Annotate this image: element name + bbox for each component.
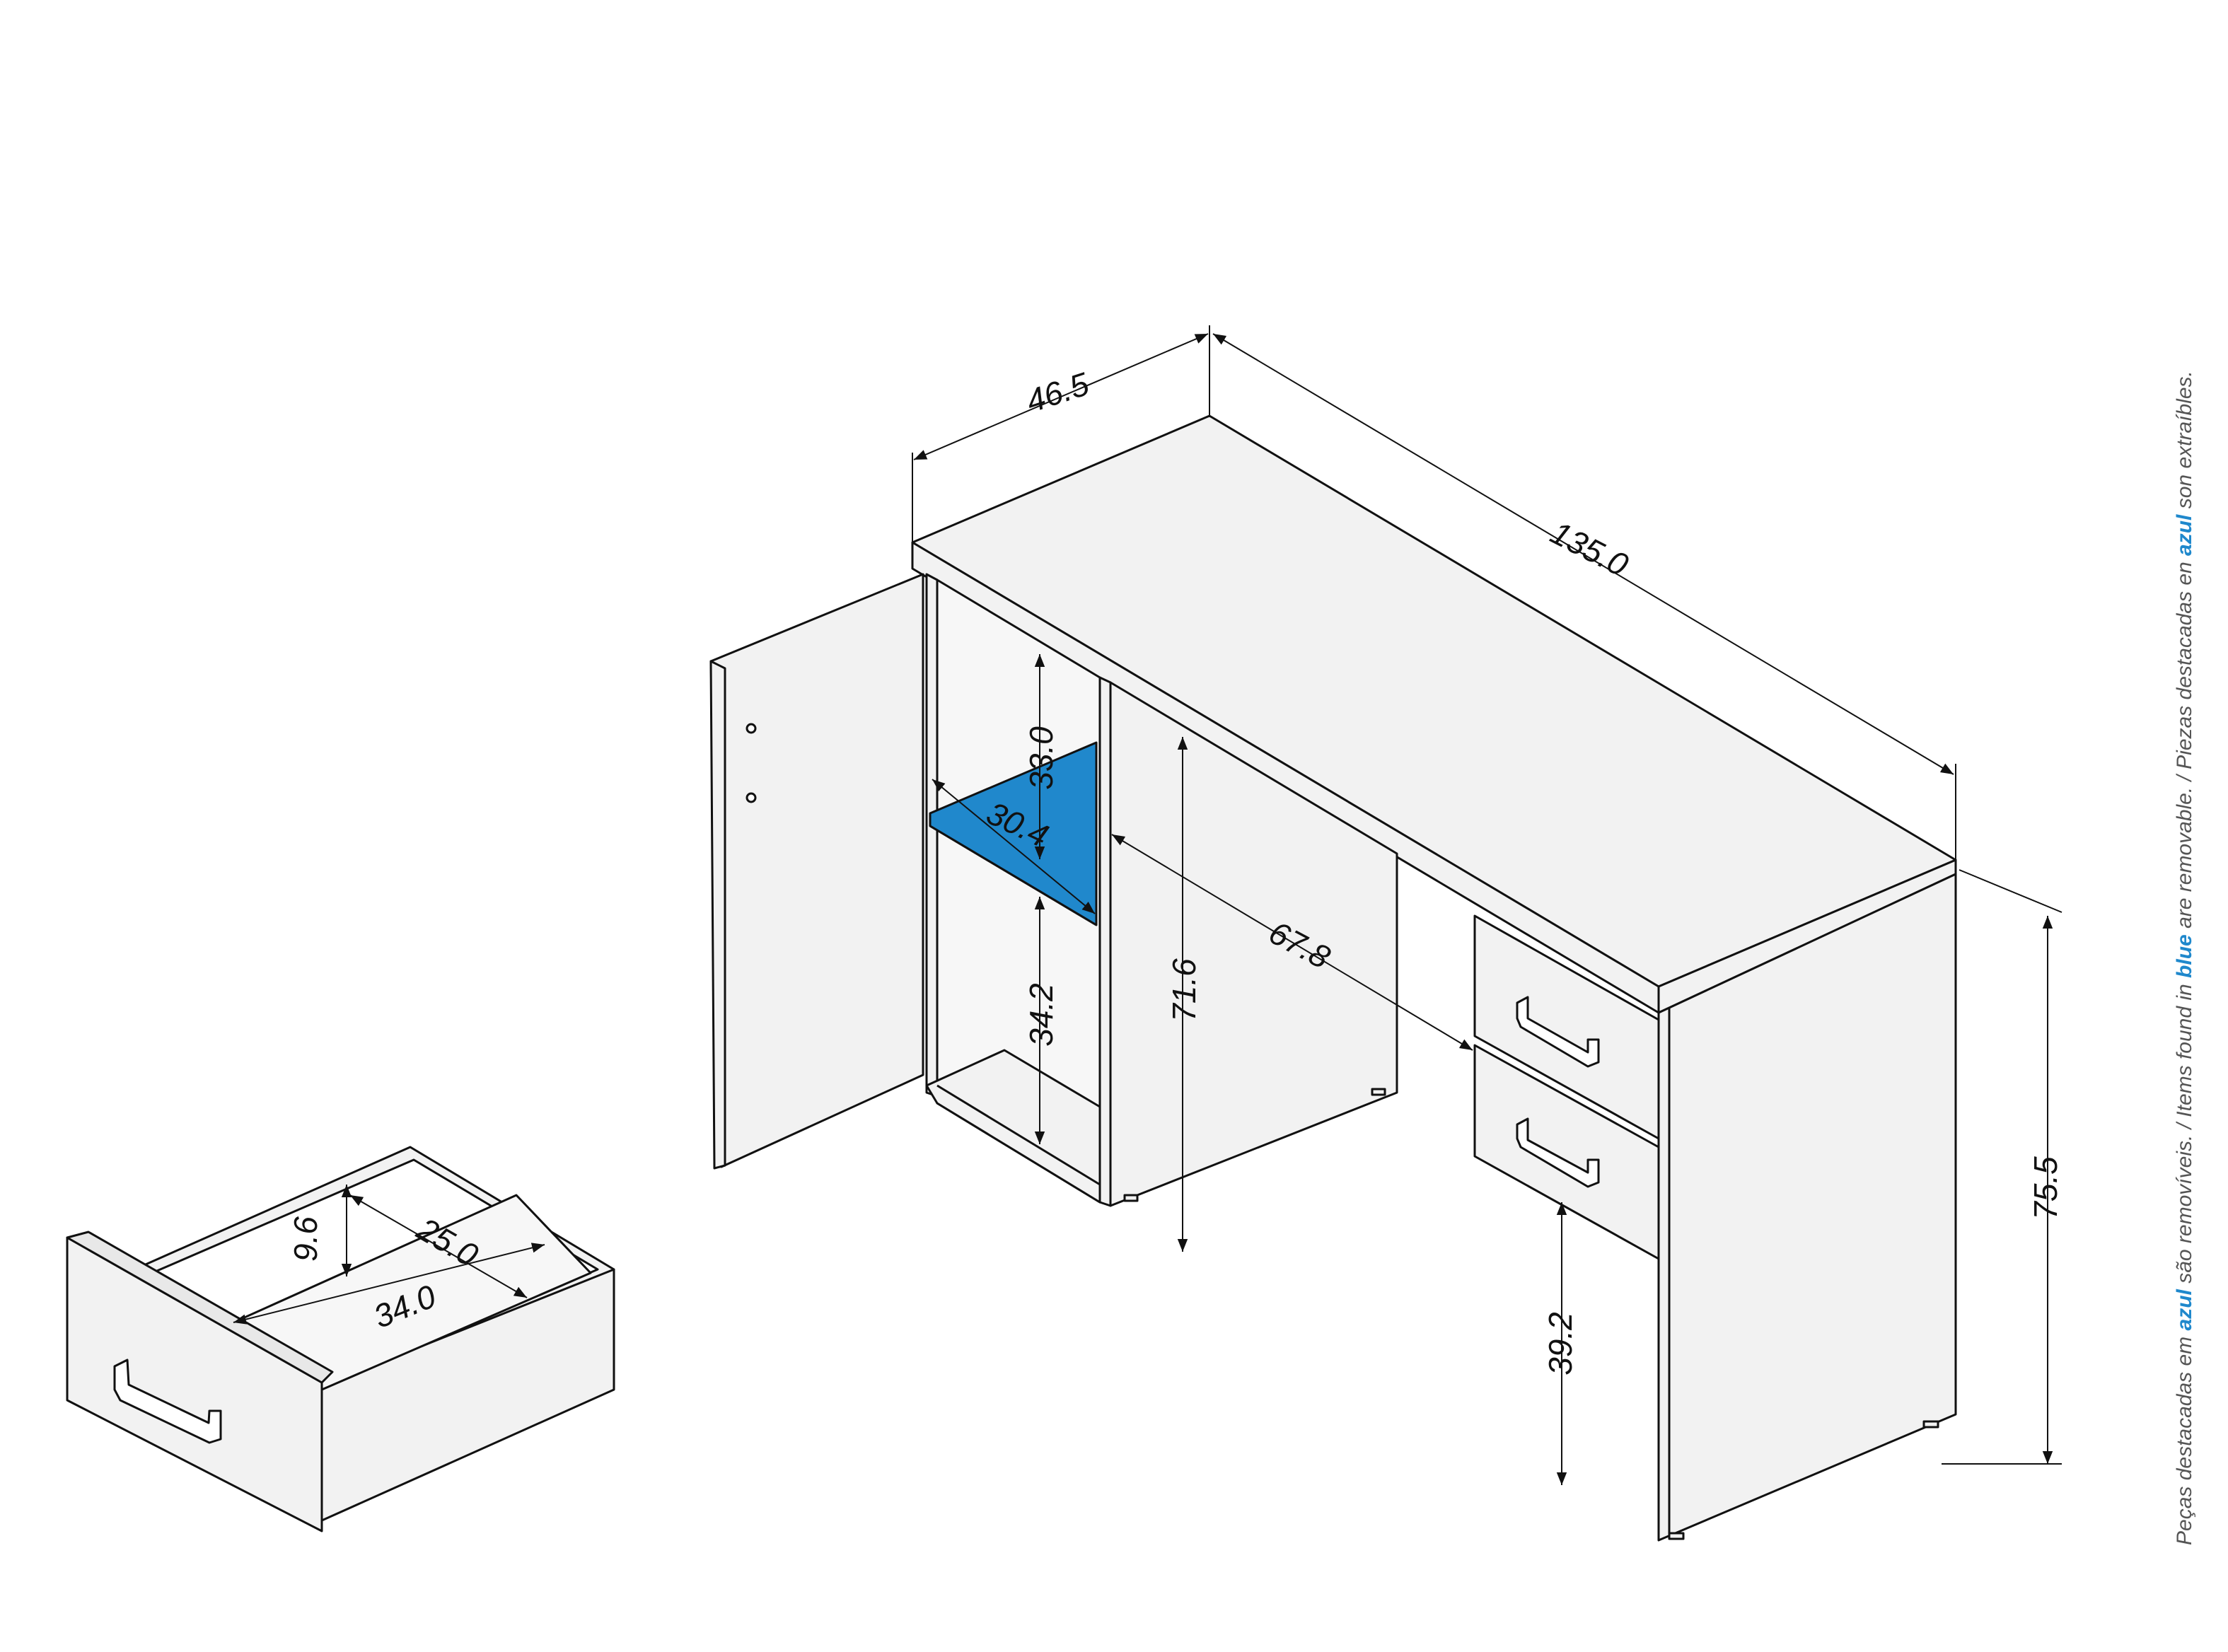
foot xyxy=(1371,1088,1386,1096)
drawer-front-lower xyxy=(1473,1044,1660,1260)
cabinet-left-wall xyxy=(925,573,939,1098)
shelf-depth-dimension-line xyxy=(932,779,1096,914)
right-side-panel xyxy=(1657,873,1957,1542)
foot xyxy=(1922,1420,1939,1429)
inner-height-label: 71.6 xyxy=(1166,958,1202,1022)
depth-label: 46.5 xyxy=(1021,365,1093,419)
dimension-labels: 46.5 135.0 75.5 71.6 33.0 30.4 34.2 67.8… xyxy=(287,365,2064,1375)
width-dimension-line xyxy=(1212,333,1954,775)
drawer-detail xyxy=(66,1146,615,1532)
center-partition xyxy=(1098,676,1112,1207)
drawer-front-upper xyxy=(1473,914,1660,1140)
handle-icon xyxy=(1516,1117,1600,1188)
drawer-inner-height-label: 9.6 xyxy=(287,1216,324,1262)
width-label: 135.0 xyxy=(1545,513,1635,583)
shelf-lower-label: 34.2 xyxy=(1023,983,1060,1047)
depth-dimension-line xyxy=(913,333,1209,460)
handle-icon xyxy=(1516,996,1600,1068)
drawer-inner-depth-line xyxy=(233,1243,545,1325)
handle-icon xyxy=(113,1359,222,1444)
foot xyxy=(1123,1194,1139,1202)
cabinet-door-edge xyxy=(709,660,726,1170)
hinge-hole xyxy=(745,723,757,734)
desk xyxy=(709,414,1957,1542)
removable-parts-note: Peças destacadas em azul são removíveis.… xyxy=(2173,371,2196,1545)
hinge-hole xyxy=(745,792,757,803)
drawer-bottom-height-label: 39.2 xyxy=(1542,1312,1579,1375)
cabinet-door xyxy=(709,573,924,1168)
knee-space-dimension-line xyxy=(1111,834,1473,1051)
dimension-lines xyxy=(233,325,2062,1485)
foot xyxy=(1668,1532,1685,1540)
drawer-front-edge xyxy=(66,1231,334,1384)
total-height-label: 75.5 xyxy=(2027,1156,2064,1220)
shelf-upper-label: 33.0 xyxy=(1023,726,1060,790)
drawer-handles xyxy=(1516,996,1600,1188)
